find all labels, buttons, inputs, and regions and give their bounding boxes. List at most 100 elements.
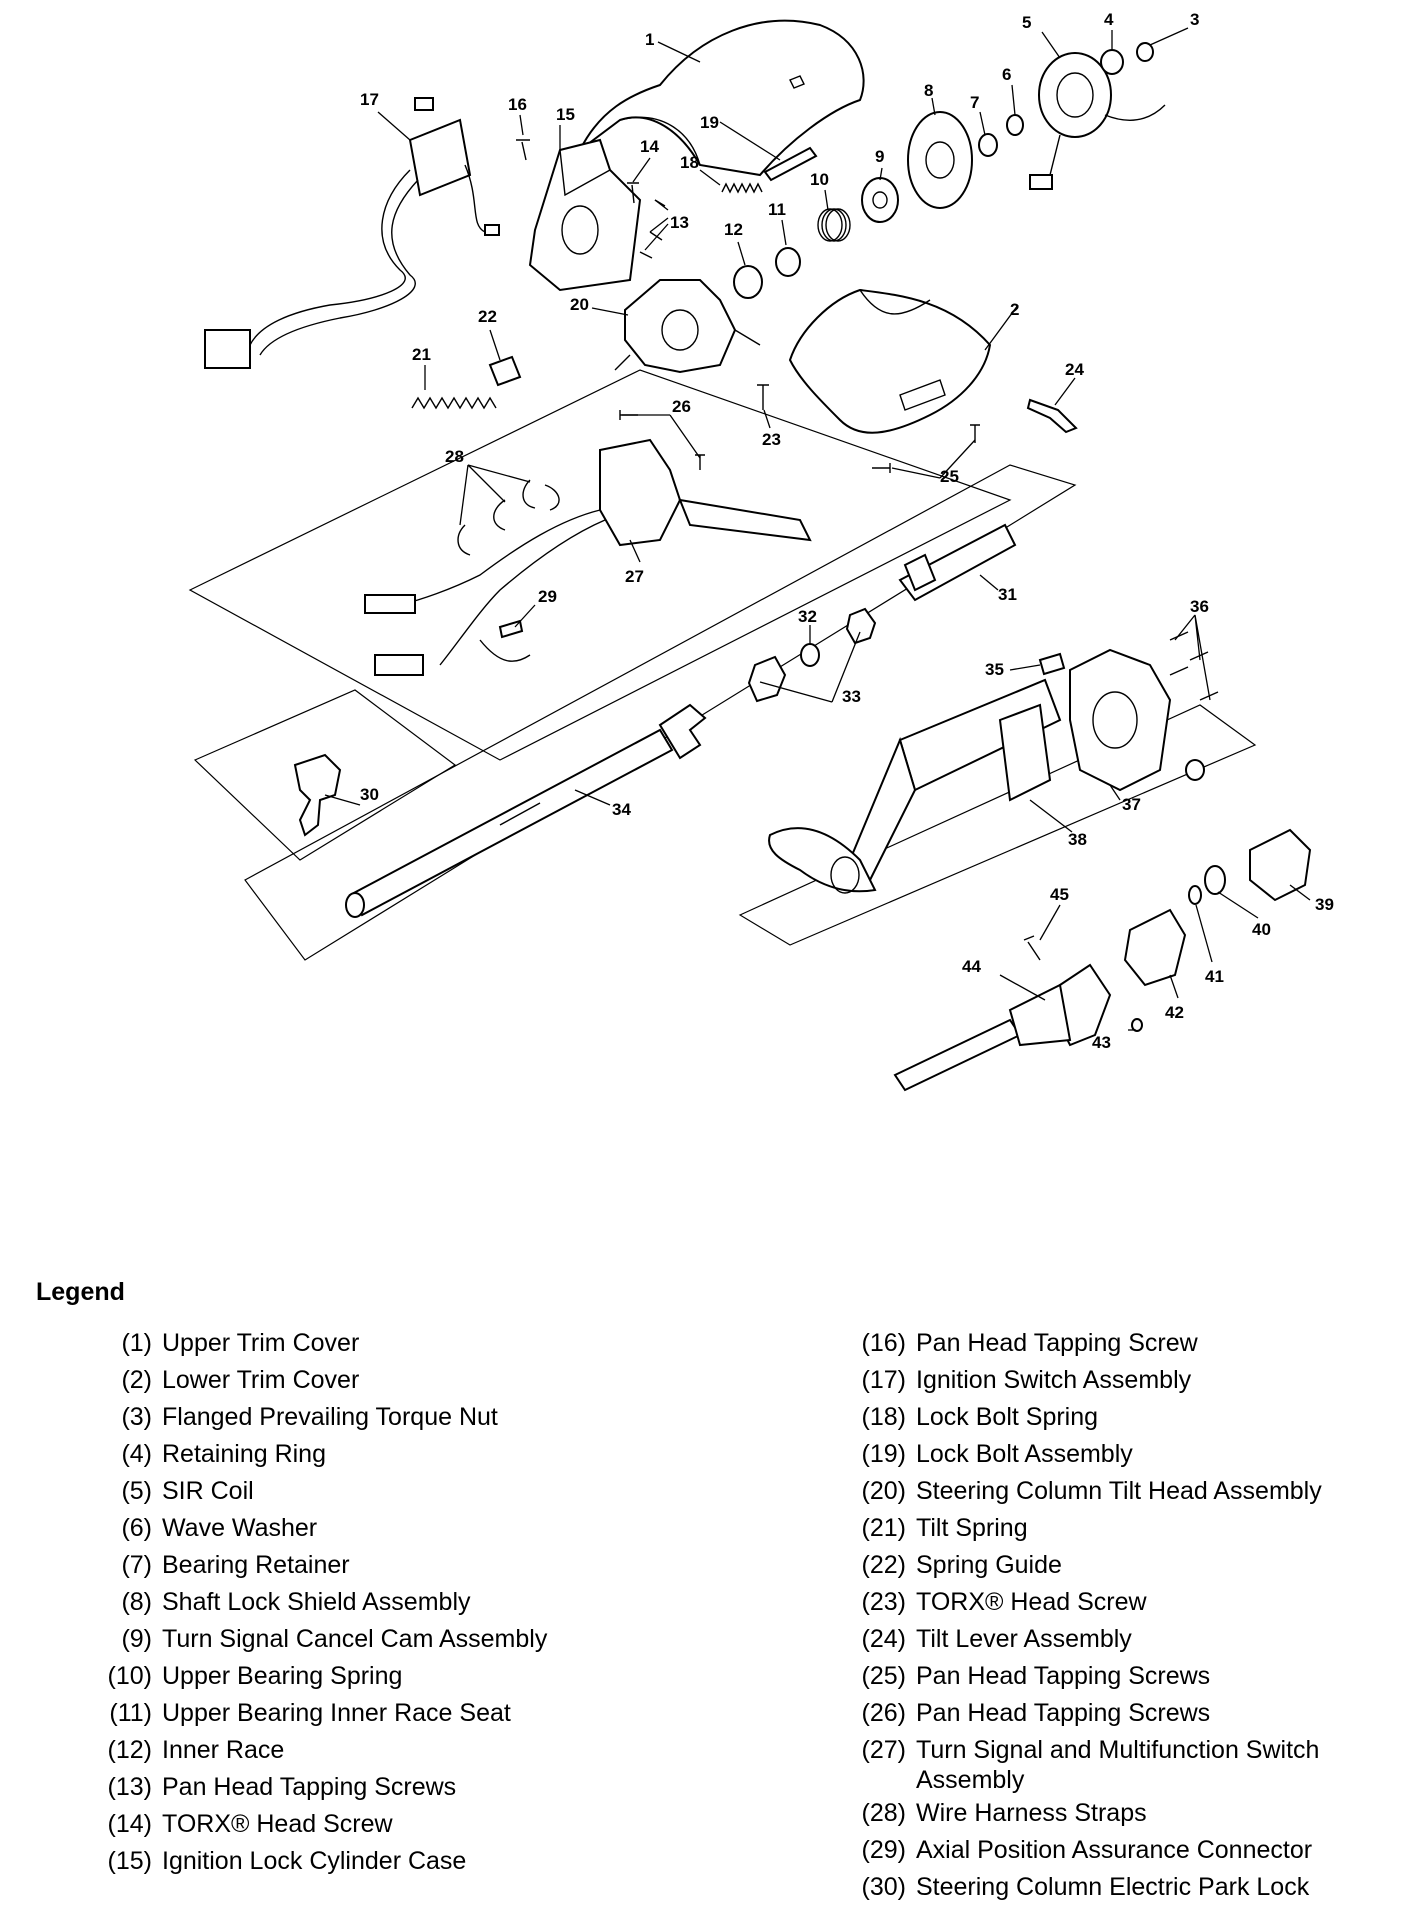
callout-13: 13: [670, 213, 689, 232]
legend-item: (23)TORX® Head Screw: [832, 1584, 1392, 1621]
callout-17: 17: [360, 90, 379, 109]
legend-number: (9): [121, 1625, 152, 1653]
callout-33: 33: [842, 687, 861, 706]
legend-text: Ignition Switch Assembly: [916, 1366, 1192, 1394]
legend-number: (11): [109, 1699, 152, 1727]
legend-text: Bearing Retainer: [162, 1551, 350, 1579]
callout-43: 43: [1092, 1033, 1111, 1052]
callout-7: 7: [970, 93, 979, 112]
legend-item: (25)Pan Head Tapping Screws: [832, 1658, 1392, 1695]
callout-31: 31: [998, 585, 1017, 604]
legend-text: Wire Harness Straps: [916, 1799, 1147, 1827]
callout-12: 12: [724, 220, 743, 239]
callout-5: 5: [1022, 13, 1031, 32]
lower-shaft-parts: [893, 935, 1112, 1092]
legend-item: (2)Lower Trim Cover: [78, 1362, 798, 1399]
legend-text: Turn Signal and Multifunction Switch Ass…: [916, 1736, 1320, 1794]
callout-41: 41: [1205, 967, 1224, 986]
legend-text: Upper Bearing Spring: [162, 1662, 403, 1690]
legend-text: SIR Coil: [162, 1477, 254, 1505]
legend-item: (6) Wave Washer: [78, 1510, 798, 1547]
legend-text: TORX® Head Screw: [916, 1588, 1147, 1616]
callout-44: 44: [962, 957, 981, 976]
lock-bolt-parts: [721, 146, 818, 194]
legend-number: (8): [121, 1588, 152, 1616]
callout-21: 21: [412, 345, 431, 364]
tilt-spring-and-guide-parts: [411, 355, 522, 410]
legend-item: (20)Steering Column Tilt Head Assembly: [832, 1473, 1392, 1510]
callout-42: 42: [1165, 1003, 1184, 1022]
legend-text: Shaft Lock Shield Assembly: [162, 1588, 471, 1616]
steering-shaft-part: [345, 703, 707, 918]
callout-28: 28: [445, 447, 464, 466]
callout-24: 24: [1065, 360, 1084, 379]
callout-27: 27: [625, 567, 644, 586]
legend-number: (6): [121, 1514, 152, 1542]
shaft-yoke-part: [898, 523, 1017, 602]
legend-text: Pan Head Tapping Screws: [916, 1662, 1211, 1690]
callout-35: 35: [985, 660, 1004, 679]
legend-text: Axial Position Assurance Connector: [916, 1836, 1313, 1864]
legend-number: (3): [121, 1403, 152, 1431]
legend-number: (13): [107, 1773, 152, 1801]
legend-text: Upper Bearing Inner Race Seat: [162, 1699, 511, 1727]
legend-number: (12): [107, 1736, 152, 1764]
legend-item: (9) Turn Signal Cancel Cam Assembly: [78, 1621, 798, 1658]
legend-item: (24)Tilt Lever Assembly: [832, 1621, 1392, 1658]
legend-item: (14)TORX® Head Screw: [78, 1806, 798, 1843]
legend-item: (1)Upper Trim Cover: [78, 1325, 798, 1362]
ignition-lock-cylinder-case-part: [528, 138, 642, 292]
callout-8: 8: [924, 81, 933, 100]
legend-text: Upper Trim Cover: [162, 1329, 360, 1357]
callout-20: 20: [570, 295, 589, 314]
legend-number: (24): [861, 1625, 906, 1653]
upper-trim-cover-part: [579, 19, 865, 177]
legend-text: Turn Signal Cancel Cam Assembly: [162, 1625, 548, 1653]
callout-16: 16: [508, 95, 527, 114]
centering-parts: [747, 607, 877, 703]
legend-text: Lock Bolt Spring: [916, 1403, 1099, 1431]
exploded-steering-column-diagram: 1 2 3 4 5 6 7 8 9 10 11 12 13 14 15 16 1…: [188, 10, 1334, 1092]
legend-number: (4): [121, 1440, 152, 1468]
callout-15: 15: [556, 105, 575, 124]
legend-text: Spring Guide: [916, 1551, 1062, 1579]
legend-item: (3) Flanged Prevailing Torque Nut: [78, 1399, 798, 1436]
legend-text: Steering Column Electric Park Lock: [916, 1873, 1310, 1901]
legend-number: (30): [861, 1873, 906, 1901]
legend-item: (30) Steering Column Electric Park Lock: [832, 1869, 1392, 1906]
legend-item: (8) Shaft Lock Shield Assembly: [78, 1584, 798, 1621]
callout-37: 37: [1122, 795, 1141, 814]
legend-item: (12)Inner Race: [78, 1732, 798, 1769]
legend-item: (10)Upper Bearing Spring: [78, 1658, 798, 1695]
callout-39: 39: [1315, 895, 1334, 914]
legend-text: Wave Washer: [162, 1514, 318, 1542]
legend-text: TORX® Head Screw: [162, 1810, 393, 1838]
callout-11: 11: [768, 200, 786, 219]
callout-1: 1: [645, 30, 654, 49]
legend-title: Legend: [36, 1278, 125, 1306]
legend-text: Pan Head Tapping Screws: [162, 1773, 457, 1801]
callout-6: 6: [1002, 65, 1011, 84]
nut-and-ring-parts: [1100, 42, 1154, 75]
legend-column-right: (16)Pan Head Tapping Screw (17)Ignition …: [832, 1325, 1392, 1906]
tilt-head-assembly-part: [614, 279, 761, 374]
callout-32: 32: [798, 607, 817, 626]
legend-number: (20): [861, 1477, 906, 1505]
callout-26: 26: [672, 397, 691, 416]
ignition-switch-part: [204, 97, 500, 369]
legend-item: (11) Upper Bearing Inner Race Seat: [78, 1695, 798, 1732]
legend-item: (13) Pan Head Tapping Screws: [78, 1769, 798, 1806]
cancel-cam-part: [861, 177, 899, 223]
legend-item: (16)Pan Head Tapping Screw: [832, 1325, 1392, 1362]
legend-item: (21)Tilt Spring: [832, 1510, 1392, 1547]
callout-30: 30: [360, 785, 379, 804]
lower-bearing-parts: [1123, 828, 1312, 1032]
callout-23: 23: [762, 430, 781, 449]
callout-10: 10: [810, 170, 829, 189]
legend-number: (21): [861, 1514, 906, 1542]
legend-number: (29): [861, 1836, 906, 1864]
legend-text: Flanged Prevailing Torque Nut: [162, 1403, 498, 1431]
legend-item: (4)Retaining Ring: [78, 1436, 798, 1473]
callout-9: 9: [875, 147, 884, 166]
callout-4: 4: [1104, 10, 1114, 29]
